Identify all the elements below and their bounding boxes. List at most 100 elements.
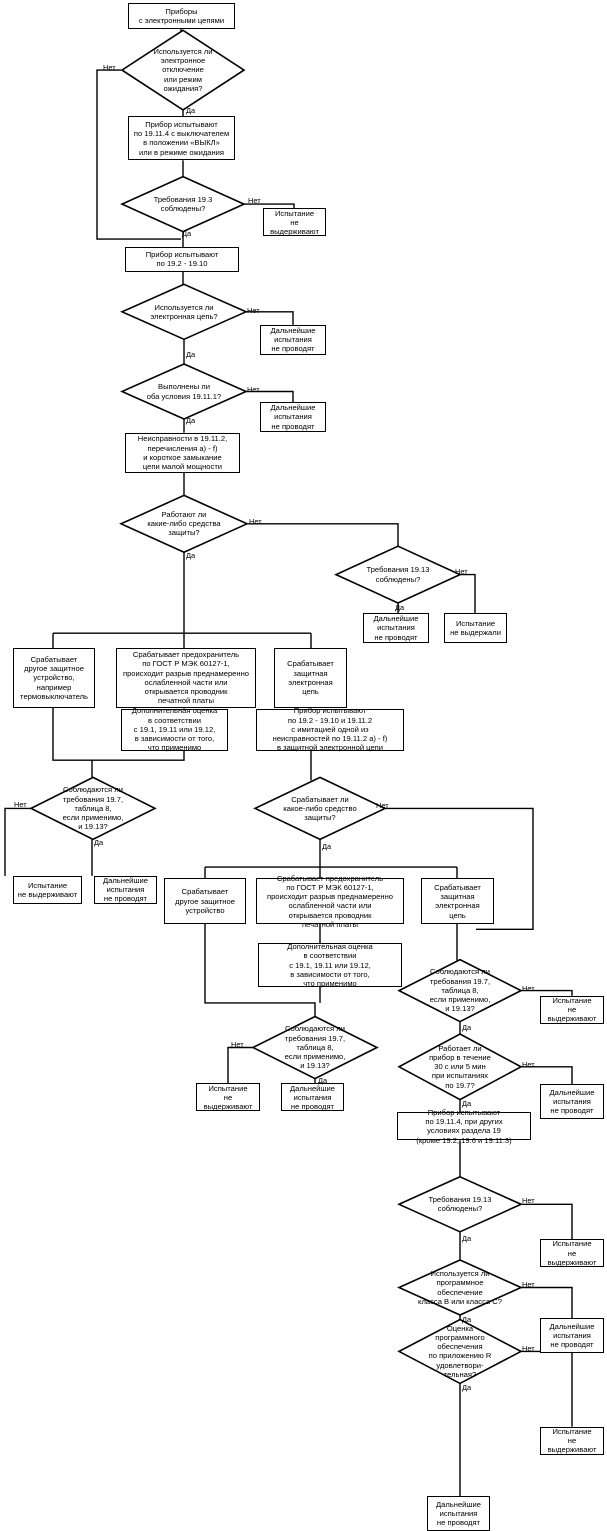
yes-label-15: Да <box>322 841 332 851</box>
decision-shape-d_1913b <box>397 1175 523 1233</box>
decision-shape-d_req_2 <box>251 1015 379 1080</box>
connector-line-12 <box>247 523 399 550</box>
decision-shape-d_protect <box>119 494 249 554</box>
decision-shape-d_circuit <box>120 283 248 341</box>
connector-line-7 <box>246 311 294 325</box>
box-faults: Неисправности в 19.11.2,перечисления а) … <box>125 432 240 473</box>
yes-label-19: Да <box>462 1022 472 1032</box>
decision-shape-d_1913a <box>334 545 462 604</box>
yes-label-27: Да <box>462 1382 472 1392</box>
connector-line-22 <box>91 750 185 781</box>
connector-line-46 <box>521 1286 573 1319</box>
no-label-4: Нет <box>247 305 260 315</box>
yes-label-9: Да <box>186 550 196 560</box>
yes-label-11: Да <box>395 603 405 613</box>
no-label-20: Нет <box>522 1059 535 1069</box>
connector-line-36 <box>227 1046 253 1084</box>
no-label-18: Нет <box>522 984 535 994</box>
connector-line-41 <box>521 1066 573 1085</box>
yes-label-25: Да <box>462 1315 472 1325</box>
no-label-0: Нет <box>103 62 116 72</box>
no-label-24: Нет <box>522 1280 535 1290</box>
connector-line-24 <box>4 807 31 876</box>
no-label-6: Нет <box>247 385 260 395</box>
decision-shape-d_193 <box>120 175 246 233</box>
no-label-8: Нет <box>249 516 262 526</box>
decision-shape-d_protect_2 <box>253 776 387 841</box>
connector-line-23 <box>52 707 92 761</box>
connector-line-39 <box>521 989 573 996</box>
connector-line-4 <box>244 203 295 209</box>
no-label-2: Нет <box>248 196 261 206</box>
connector-line-44 <box>521 1203 573 1240</box>
no-label-10: Нет <box>455 566 468 576</box>
no-label-12: Нет <box>14 800 27 810</box>
yes-label-5: Да <box>186 350 196 360</box>
yes-label-1: Да <box>186 105 196 115</box>
decision-shape-d_19117 <box>120 363 248 420</box>
yes-label-23: Да <box>462 1233 472 1243</box>
no-label-16: Нет <box>231 1039 244 1049</box>
yes-label-7: Да <box>186 415 196 425</box>
no-label-14: Нет <box>376 801 389 811</box>
decision-shape-d_req_3 <box>397 958 523 1023</box>
decision-shape-d_rating <box>397 1318 523 1385</box>
yes-label-17: Да <box>318 1076 328 1086</box>
decision-shape-d_req_1 <box>29 776 157 841</box>
connector-line-2 <box>96 69 181 240</box>
no-label-26: Нет <box>522 1344 535 1354</box>
connector-line-13 <box>459 573 476 614</box>
connector-line-34 <box>204 924 316 1020</box>
no-label-22: Нет <box>522 1196 535 1206</box>
decision-shape-d_works <box>397 1033 523 1101</box>
yes-label-13: Да <box>94 838 104 848</box>
connector-line-27 <box>385 807 534 930</box>
yes-label-3: Да <box>182 229 192 239</box>
yes-label-21: Да <box>462 1099 472 1109</box>
decision-shape-d_standby <box>120 29 246 111</box>
